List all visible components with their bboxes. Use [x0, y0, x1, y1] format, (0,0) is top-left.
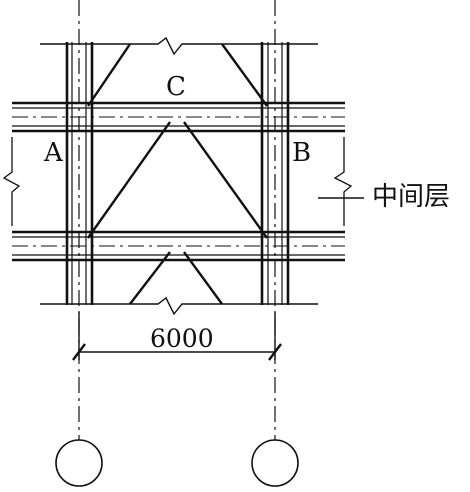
label-point-c: C	[166, 72, 186, 102]
brace-mid-left	[87, 121, 171, 239]
brace-top-right	[221, 43, 268, 107]
brace-mid-right	[183, 121, 268, 239]
beam-upper	[12, 101, 345, 133]
dimension-value: 6000	[150, 324, 214, 353]
label-middle-floor: 中间层	[372, 182, 451, 212]
beam-lower	[12, 230, 345, 262]
brace-bottom-right	[183, 251, 223, 305]
label-point-a: A	[44, 138, 63, 168]
column-axes	[78, 0, 276, 440]
bracing	[87, 43, 268, 305]
floor-line-bottom	[40, 296, 318, 316]
floor-line-top	[40, 36, 318, 56]
brace-bottom-left	[129, 251, 171, 305]
beam-axes	[12, 116, 345, 247]
extent-line-left	[2, 137, 21, 226]
axis-bubble-right	[251, 439, 299, 487]
extent-line-right	[333, 137, 353, 226]
dimension-line	[72, 312, 282, 361]
brace-top-left	[87, 43, 131, 107]
label-point-b: B	[292, 138, 312, 168]
axis-bubble-left	[55, 439, 103, 487]
